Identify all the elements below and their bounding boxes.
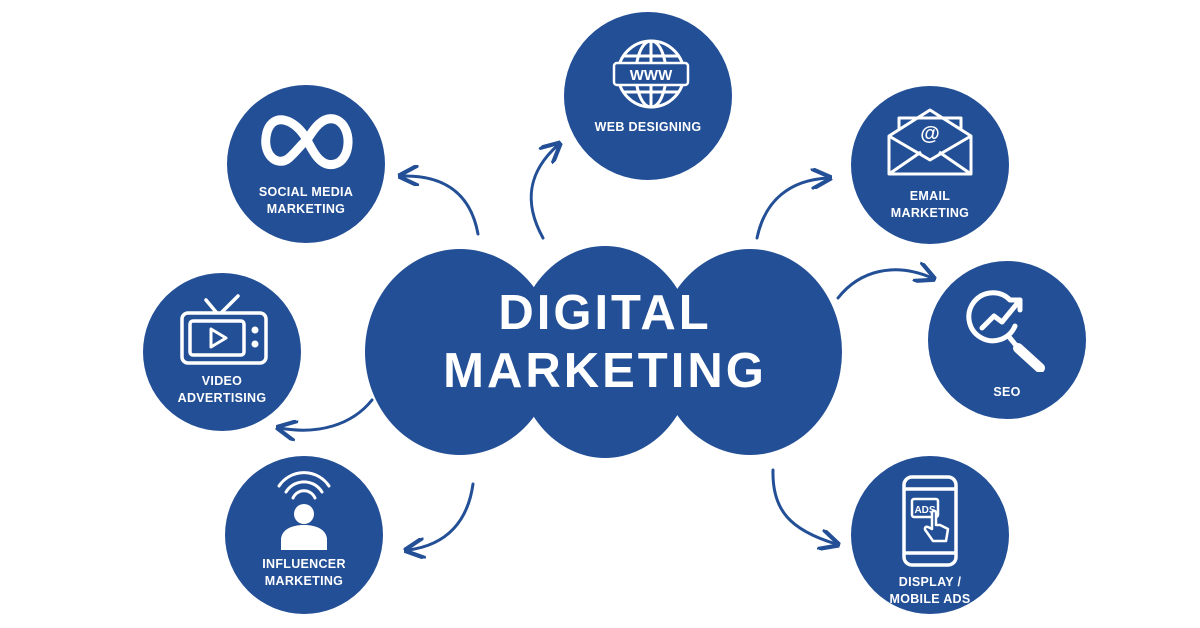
label-email: EMAIL MARKETING xyxy=(890,189,970,220)
node-video-advertising xyxy=(143,273,301,431)
arrow-to-email xyxy=(755,178,828,240)
arrow-to-social-media xyxy=(402,176,480,236)
label-web-designing: WEB DESIGNING xyxy=(594,120,702,134)
phone-ads-icon: ADS xyxy=(902,475,958,567)
label-seo: SEO xyxy=(993,385,1021,399)
arrow-to-display xyxy=(771,468,836,544)
center-title-line2: MARKETING xyxy=(443,344,767,398)
node-email xyxy=(851,86,1009,244)
envelope-at-icon: @ xyxy=(887,108,973,176)
magnifier-trend-icon xyxy=(966,290,1045,372)
arrow-to-seo xyxy=(836,270,932,300)
svg-text:ADS: ADS xyxy=(914,505,935,516)
node-social-media xyxy=(227,85,385,243)
arrow-to-video xyxy=(280,398,374,430)
globe-www-icon: WWW xyxy=(612,39,690,109)
label-display-mobile-ads: DISPLAY / MOBILE ADS xyxy=(889,575,971,606)
label-influencer: INFLUENCER MARKETING xyxy=(262,557,346,588)
svg-text:@: @ xyxy=(920,123,940,145)
arrow-to-influencer xyxy=(408,482,475,550)
center-title-line1: DIGITAL xyxy=(498,286,712,340)
label-video-advertising: VIDEO ADVERTISING xyxy=(177,374,267,405)
svg-text:WWW: WWW xyxy=(630,67,673,84)
label-social-media: SOCIAL MEDIA MARKETING xyxy=(258,185,354,216)
node-seo xyxy=(928,261,1086,419)
arrow-to-web-designing xyxy=(529,145,558,240)
tv-play-icon xyxy=(180,294,268,365)
center-title: DIGITAL MARKETING xyxy=(400,284,810,400)
meta-infinity-icon xyxy=(261,114,353,170)
person-broadcast-icon xyxy=(277,471,331,550)
